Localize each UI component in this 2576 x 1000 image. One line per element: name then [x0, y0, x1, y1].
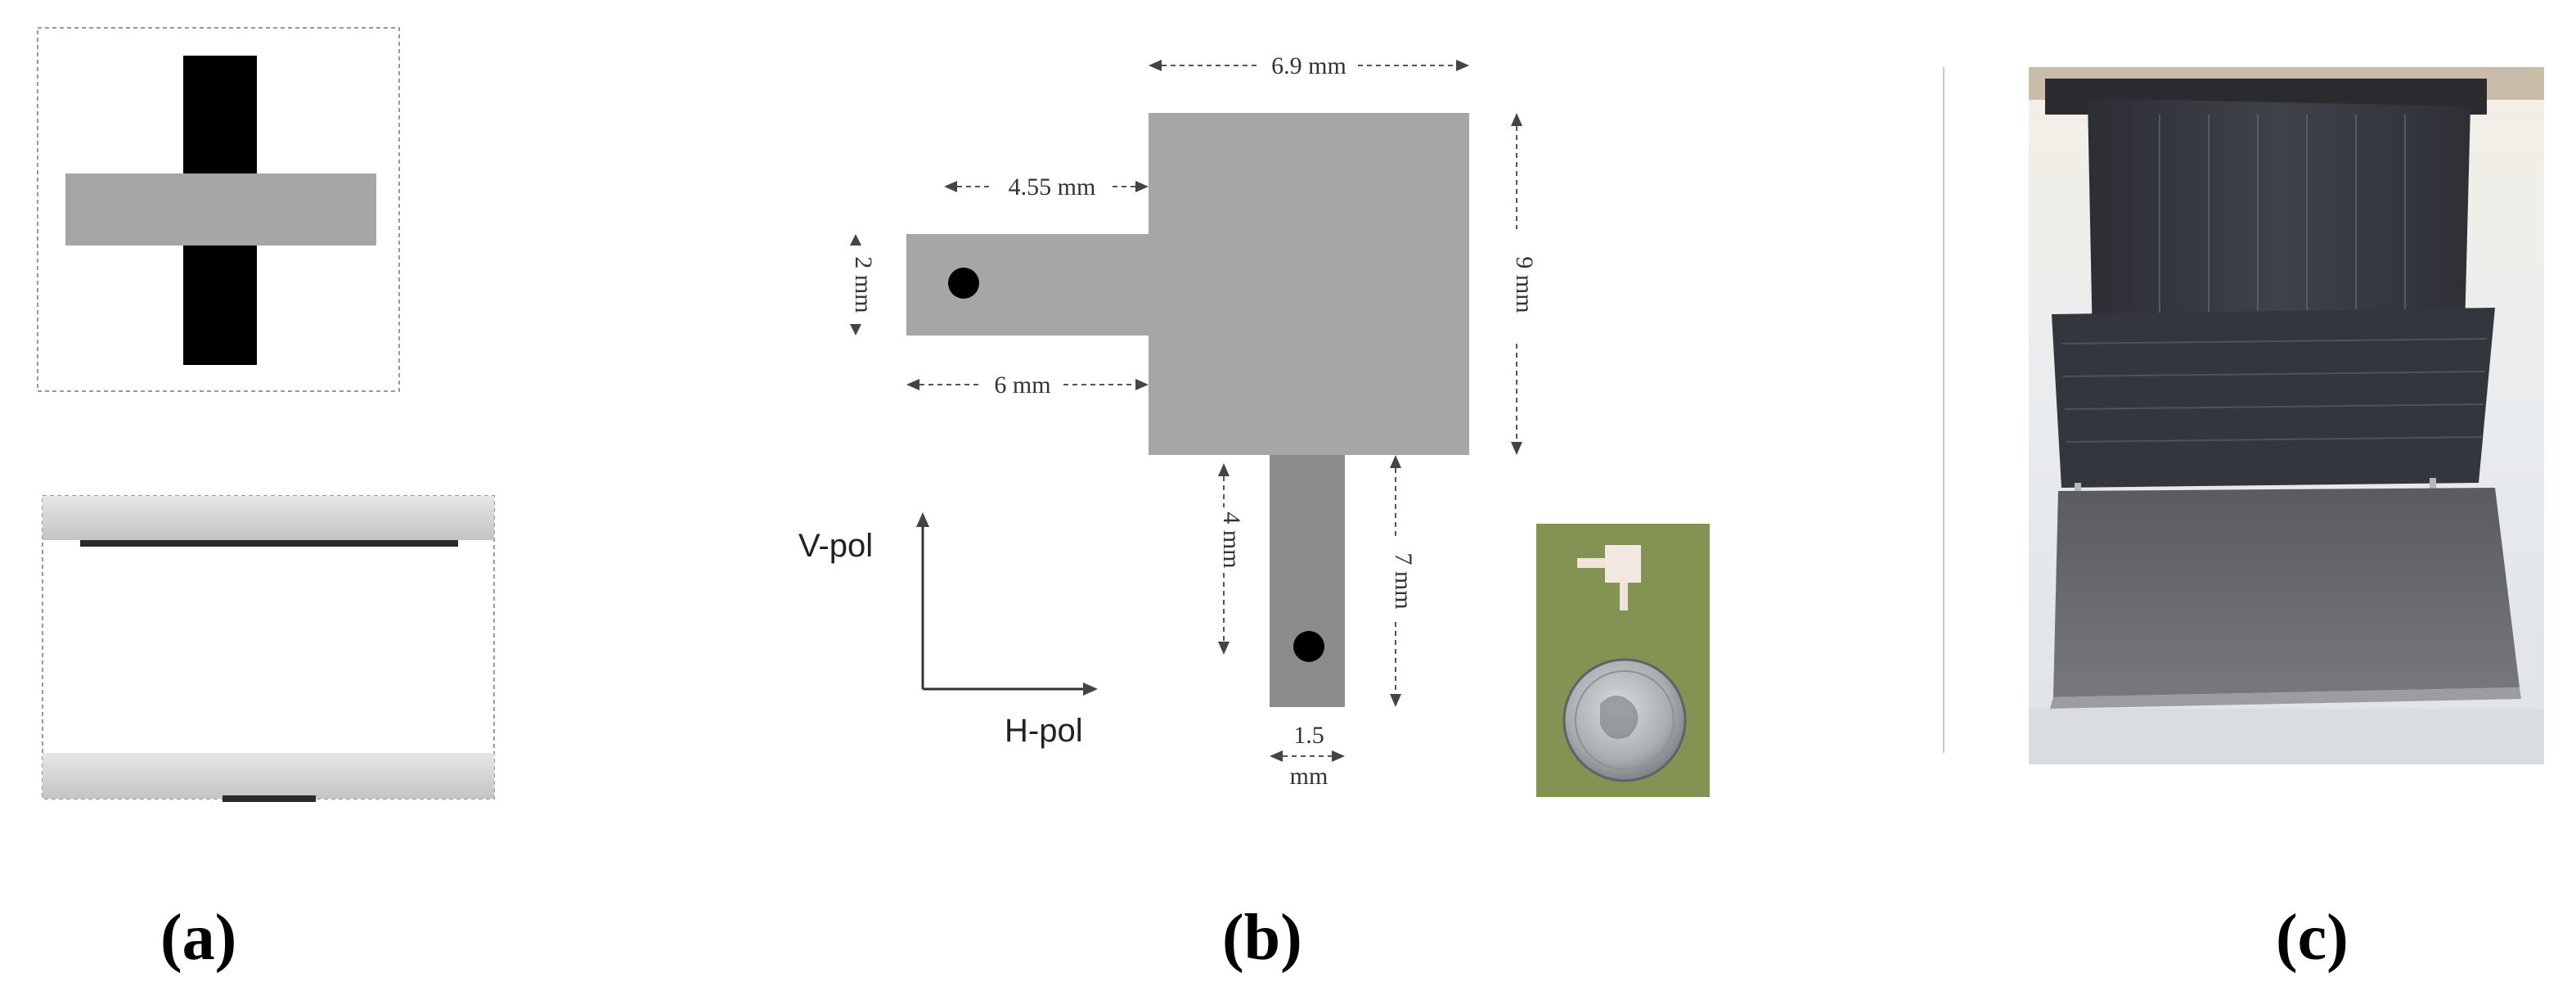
vfeed-length-label: 4 mm [1218, 511, 1245, 568]
radiating-patch [1149, 113, 1469, 455]
dimension-patch-height: 9 mm [1511, 113, 1538, 455]
dimension-hfeed-inner: 4.55 mm [944, 173, 1149, 200]
h-feed-probe [948, 268, 979, 299]
horizontal-feed-line [906, 234, 1149, 336]
dimension-hfeed-width: 2 mm [850, 234, 877, 336]
panel-c-label: (c) [2276, 902, 2349, 974]
vertical-feed-line [1270, 455, 1345, 707]
panel-a: (a) [37, 27, 495, 974]
v-feed-probe [1293, 631, 1324, 662]
vfeed-total-label: 7 mm [1390, 552, 1417, 609]
vfeed-width-unit: mm [1290, 763, 1328, 790]
vfeed-width-value: 1.5 [1293, 722, 1324, 749]
panel-b-label: (b) [1222, 902, 1302, 974]
dimension-vfeed-total: 7 mm [1390, 455, 1417, 707]
patch-width-label: 6.9 mm [1271, 52, 1346, 79]
inset-patch [1605, 545, 1641, 583]
dimension-hfeed-total: 6 mm [906, 372, 1149, 399]
inset-hfeed [1577, 558, 1605, 568]
panel-c: (c) [1943, 67, 2544, 974]
panel-a-label: (a) [160, 902, 236, 974]
inset-vfeed [1620, 583, 1628, 610]
hfeed-inner-label: 4.55 mm [1009, 173, 1096, 200]
h-pol-label: H-pol [1005, 713, 1083, 749]
polarization-axes: V-pol H-pol [798, 512, 1098, 749]
hfeed-total-label: 6 mm [994, 372, 1050, 399]
cross-horizontal-bar [65, 173, 376, 245]
ground-plane-plate [2053, 488, 2520, 697]
upper-substrate [43, 496, 494, 540]
front-panel-plate [2052, 308, 2495, 488]
dimension-vfeed-length: 4 mm [1218, 463, 1245, 655]
lower-feed-layer [223, 795, 316, 802]
top-view-frame [37, 27, 400, 392]
upper-patch-layer [80, 540, 458, 547]
patch-height-label: 9 mm [1511, 256, 1538, 313]
dimension-vfeed-width: 1.5 mm [1270, 722, 1345, 790]
hfeed-width-label: 2 mm [850, 256, 877, 313]
dimension-patch-width: 6.9 mm [1149, 52, 1469, 79]
v-pol-label: V-pol [798, 528, 873, 564]
prototype-inset-photo [1536, 524, 1710, 797]
lower-substrate [43, 753, 494, 799]
panel-b: 6.9 mm 9 mm 4.55 mm 2 mm [798, 52, 1710, 974]
